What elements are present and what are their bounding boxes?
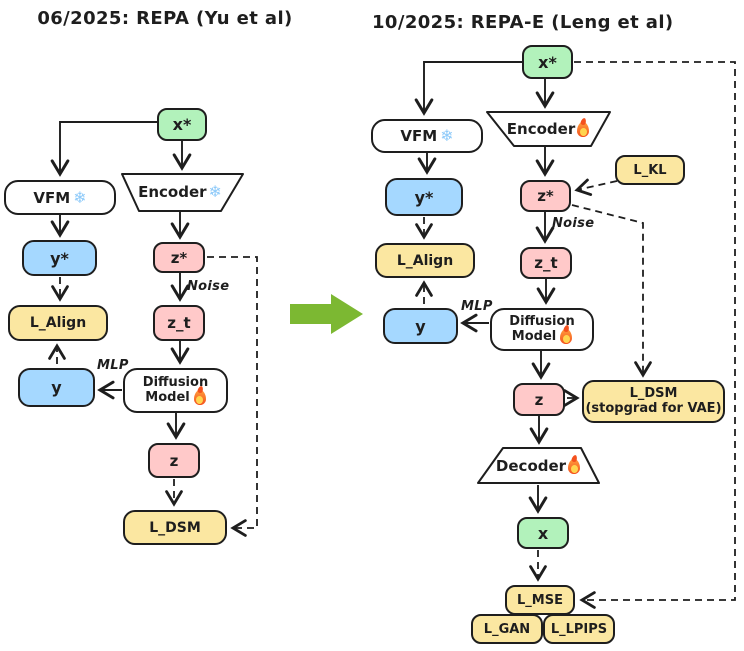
node-lgan-right-label: L_GAN	[483, 621, 531, 637]
node-decoder-right: Decoder	[487, 455, 589, 477]
mlp-edge-label-left: MLP	[97, 358, 129, 373]
node-diffusion-right-line1: Diffusion	[509, 313, 575, 329]
node-lalign-right-label: L_Align	[396, 252, 454, 269]
node-zt-right-label: z_t	[534, 254, 558, 272]
node-zt-left: z_t	[153, 305, 205, 341]
node-xstar-right-label: x*	[538, 52, 557, 72]
node-lkl-right: L_KL	[615, 155, 685, 185]
right-dashed-edges	[415, 61, 736, 609]
node-diffusion-left-line1: Diffusion	[142, 374, 209, 390]
node-lgan-right: L_GAN	[471, 614, 543, 644]
node-z-right: z	[513, 383, 565, 416]
node-ystar-right-label: y*	[414, 187, 434, 207]
node-encoder-left: Encoder ❄	[130, 181, 230, 203]
node-xstar-left: x*	[157, 108, 207, 141]
node-ldsm-left-label: L_DSM	[149, 519, 201, 536]
node-ystar-right: y*	[385, 178, 463, 216]
node-xstar-left-label: x*	[172, 115, 192, 134]
node-z-left: z	[148, 443, 200, 478]
node-ldsm-left: L_DSM	[123, 510, 227, 545]
node-ystar-left-label: y*	[50, 248, 69, 268]
node-x-right-label: x	[537, 523, 549, 543]
node-lalign-left-label: L_Align	[29, 315, 87, 331]
edge-xstar-to-lmse-right	[574, 61, 736, 609]
node-ystar-left: y*	[22, 240, 97, 276]
node-lalign-left: L_Align	[8, 305, 108, 341]
encoder-left-shape	[121, 173, 244, 212]
node-vfm-right: VFM ❄	[371, 119, 483, 153]
node-vfm-left: VFM ❄	[4, 180, 116, 215]
noise-edge-label-left: Noise	[187, 279, 230, 294]
node-diffusion-right-line2-row: Model	[511, 328, 573, 345]
edge-lkl-to-zstar-right	[574, 178, 618, 196]
node-xstar-right: x*	[522, 45, 573, 79]
node-llpips-right-label: L_LPIPS	[550, 621, 608, 637]
big-green-arrow-icon	[290, 294, 363, 334]
node-lalign-right: L_Align	[375, 243, 475, 278]
node-diffusion-left-line2: Model	[145, 389, 190, 405]
node-y-right-label: y	[415, 316, 426, 336]
node-encoder-left-label: Encoder	[138, 183, 207, 201]
node-lmse-right: L_MSE	[505, 585, 575, 615]
edge-zstar-to-ldsm-right	[571, 204, 652, 378]
fire-icon	[193, 390, 206, 406]
fire-icon	[577, 121, 590, 137]
node-x-right: x	[517, 517, 569, 549]
node-y-right: y	[383, 308, 458, 344]
node-encoder-right: Encoder	[497, 118, 599, 140]
node-zstar-left: z*	[153, 242, 205, 273]
node-diffusion-left: Diffusion Model	[123, 368, 228, 413]
node-diffusion-left-line2-row: Model	[145, 389, 206, 406]
node-y-left-label: y	[51, 378, 62, 397]
fire-icon	[560, 329, 573, 345]
right-diagram-title: 10/2025: REPA-E (Leng et al)	[372, 12, 674, 33]
trapezoid-shapes	[121, 111, 611, 484]
node-z-left-label: z	[169, 451, 179, 470]
node-decoder-right-label: Decoder	[495, 457, 567, 475]
node-zstar-right: z*	[520, 180, 571, 212]
edge-xstar-to-vfm-left	[50, 121, 157, 177]
node-zt-left-label: z_t	[167, 314, 191, 332]
mlp-edge-label-right: MLP	[461, 299, 493, 314]
node-ldsm-right-line2: (stopgrad for VAE)	[585, 400, 722, 416]
node-vfm-right-label: VFM	[400, 127, 438, 145]
edge-zstar-to-ldsm-left	[207, 256, 258, 537]
node-vfm-left-label: VFM	[33, 188, 71, 207]
node-llpips-right: L_LPIPS	[543, 614, 615, 644]
node-ldsm-right: L_DSM (stopgrad for VAE)	[582, 380, 725, 423]
node-y-left: y	[18, 368, 95, 407]
left-dashed-edges	[48, 256, 258, 537]
node-diffusion-right-line2: Model	[511, 328, 557, 344]
node-encoder-right-label: Encoder	[506, 120, 576, 138]
node-lmse-right-label: L_MSE	[517, 592, 563, 608]
edge-xstar-to-vfm-right	[414, 61, 522, 116]
left-diagram-title: 06/2025: REPA (Yu et al)	[37, 8, 293, 29]
left-solid-edges	[50, 121, 192, 440]
node-zstar-right-label: z*	[537, 187, 554, 205]
node-lkl-right-label: L_KL	[633, 162, 667, 178]
snowflake-icon: ❄	[73, 187, 87, 207]
noise-edge-label-right: Noise	[552, 216, 595, 231]
right-solid-edges	[414, 61, 556, 514]
encoder-right-shape	[486, 111, 611, 147]
snowflake-icon: ❄	[208, 182, 222, 201]
decoder-right-shape	[477, 447, 600, 484]
node-zstar-left-label: z*	[170, 248, 188, 267]
node-zt-right: z_t	[520, 247, 572, 279]
fire-icon	[568, 458, 581, 474]
node-ldsm-right-line1: L_DSM	[629, 385, 678, 401]
node-diffusion-right: Diffusion Model	[490, 308, 594, 351]
snowflake-icon: ❄	[440, 126, 454, 145]
node-z-right-label: z	[534, 390, 544, 409]
